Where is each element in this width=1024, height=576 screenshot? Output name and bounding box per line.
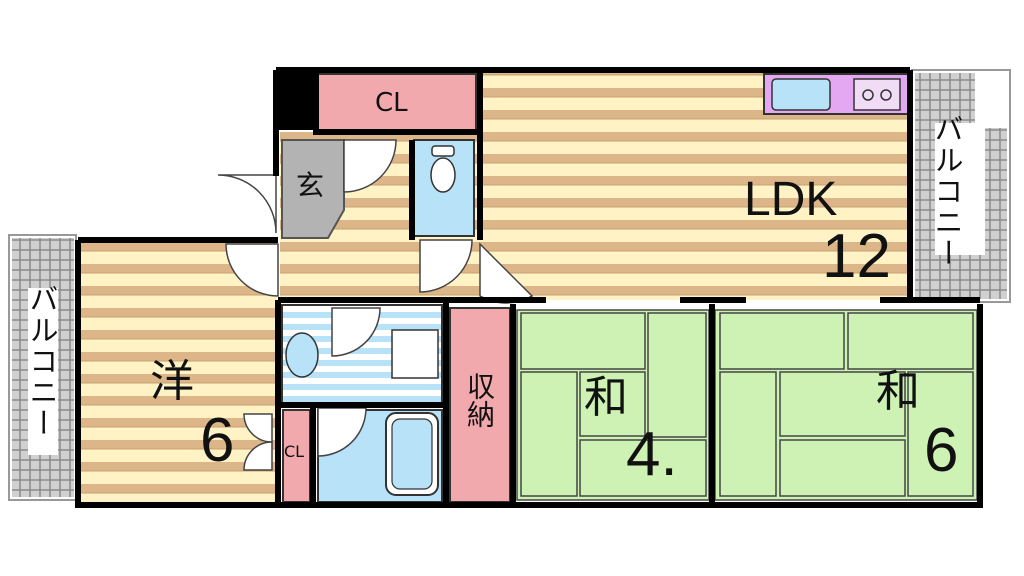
japanese-room-1-name: 和 — [584, 372, 628, 423]
door-swings — [217, 139, 534, 471]
ldk-size: 12 — [822, 222, 891, 291]
balcony-left — [8, 234, 77, 501]
japanese-room-1-size: 4. — [626, 420, 678, 489]
closet-small — [282, 409, 311, 503]
stove-icon — [853, 78, 901, 111]
ldk-name: LDK — [744, 173, 838, 226]
washer-icon — [391, 329, 439, 379]
balcony-right — [911, 69, 1011, 303]
balcony-right-label: バルコニー — [930, 114, 964, 269]
walls — [75, 67, 983, 508]
balcony-left-label: バルコニー — [25, 284, 59, 439]
toilet-icon — [430, 157, 456, 193]
closet-small-label: CL — [284, 442, 305, 461]
entrance-floor — [281, 139, 345, 239]
japanese-room-2-size: 6 — [924, 416, 959, 485]
sink-icon — [771, 78, 831, 111]
entrance-label: 玄 — [296, 169, 325, 202]
japanese-room-2-floor — [714, 309, 978, 501]
closet-top — [317, 73, 477, 132]
storage-label: 収納 — [463, 372, 496, 428]
washbasin-icon — [285, 332, 319, 378]
western-room-name: 洋 — [150, 356, 194, 407]
closet-top-label: CL — [375, 88, 408, 118]
western-room-size: 6 — [200, 406, 235, 475]
storage-room — [449, 307, 511, 503]
japanese-room-2-name: 和 — [876, 366, 920, 417]
japanese-room-1-floor — [516, 309, 710, 501]
